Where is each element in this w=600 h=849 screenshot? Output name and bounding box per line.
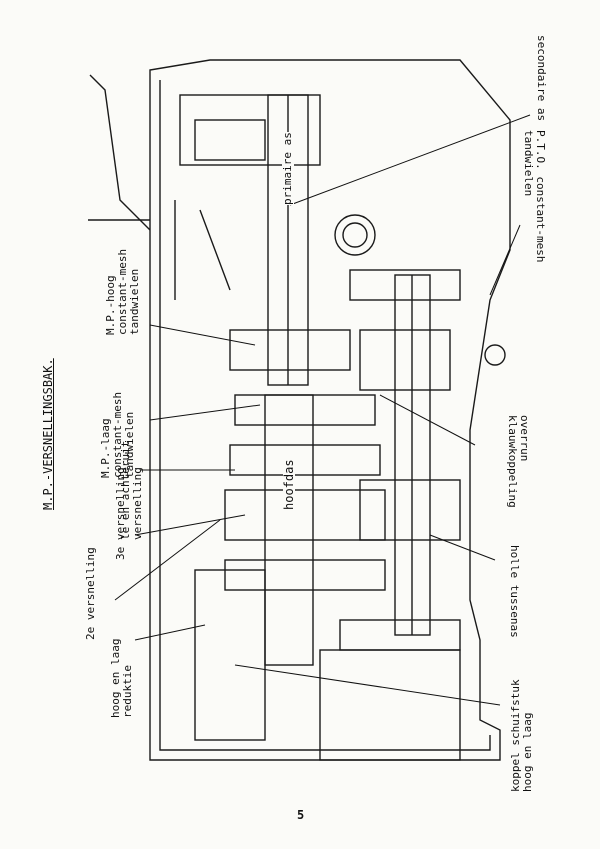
label-hoofdas: hoofdas: [282, 459, 296, 510]
page-title: M.P.-VERSNELLINGSBAK.: [41, 358, 55, 510]
label-mp-laag: M.P.-laag constant-mesh tandwielen: [99, 392, 136, 478]
label-line: klauwkoppeling: [506, 415, 519, 508]
label-hoog-laag-reductie: hoog en laag reduktie: [109, 639, 134, 718]
label-pto: P.T.O. constant-mesh tandwielen: [522, 130, 547, 263]
label-line: hoog en laag: [521, 712, 534, 792]
label-tweede-versnelling: 2e versnelling: [84, 547, 97, 640]
label-derde-versnelling: 3e versnelling: [114, 467, 127, 560]
label-overrun: overrun klauwkoppeling: [506, 415, 531, 508]
label-line: P.T.O. constant-mesh: [534, 130, 547, 263]
label-line: tandwielen: [522, 130, 535, 197]
label-line: reduktie: [121, 665, 134, 718]
label-primaire-as: primaire as: [281, 132, 294, 205]
label-secondaire-as: secondaire as: [535, 35, 548, 122]
label-mp-hoog: M.P.-hoog constant-mesh tandwielen: [104, 249, 141, 335]
label-line: tandwielen: [123, 411, 136, 478]
label-line: tandwielen: [128, 268, 141, 335]
label-holle-tussenas: holle tussenas: [508, 545, 521, 638]
page-number: 5: [297, 808, 305, 822]
label-line: overrun: [518, 415, 531, 462]
label-koppel-schuifstuk: koppel schuifstuk hoog en laag: [509, 679, 534, 792]
